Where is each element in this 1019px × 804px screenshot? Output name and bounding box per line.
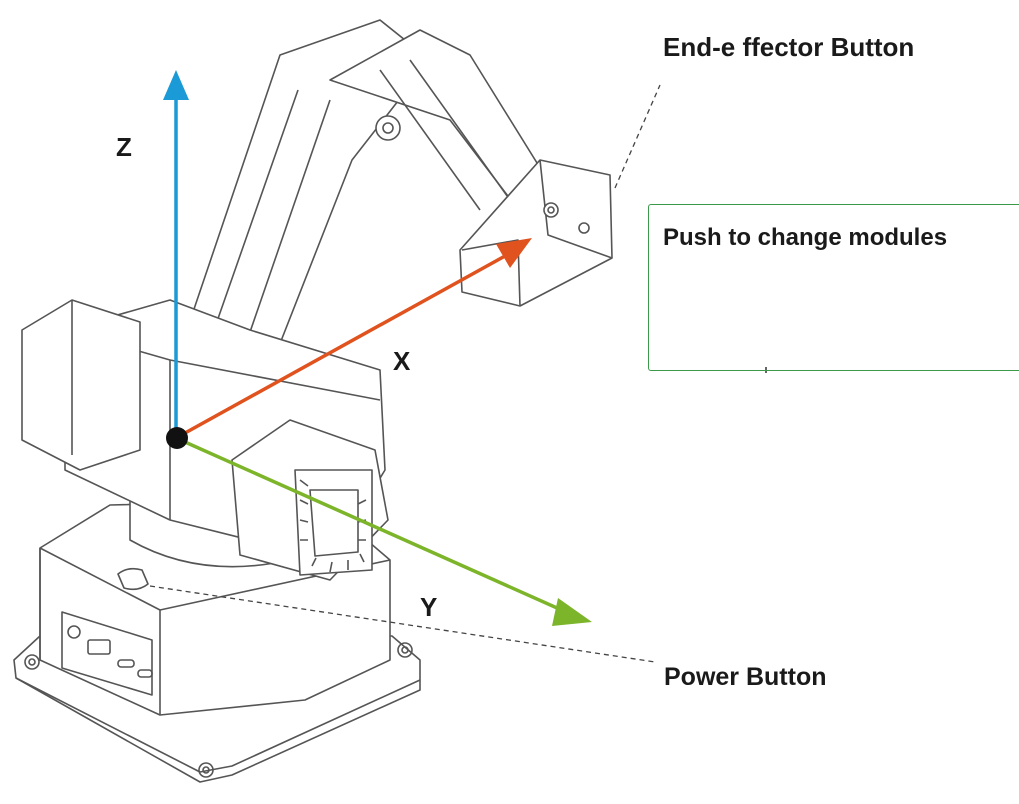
y-axis-arrow — [175, 436, 567, 614]
modules-callout-box — [648, 204, 1019, 371]
end-effector-leader-line — [614, 84, 661, 189]
push-to-change-modules-label: Push to change modules — [663, 224, 948, 251]
origin-point — [166, 427, 188, 449]
y-axis-arrowhead — [552, 598, 592, 626]
power-button-label: Power Button — [664, 663, 827, 691]
robot-arm — [21, 19, 613, 581]
x-axis-arrow — [175, 254, 506, 440]
z-axis-arrowhead — [163, 70, 189, 100]
x-axis-label: X — [393, 346, 411, 376]
x-axis-arrowhead — [496, 238, 532, 268]
z-axis-label: Z — [116, 132, 132, 162]
y-axis-label: Y — [420, 592, 438, 622]
power-button-leader-line — [149, 585, 656, 663]
end-effector-button-label: End-e ffector Button — [663, 32, 915, 62]
